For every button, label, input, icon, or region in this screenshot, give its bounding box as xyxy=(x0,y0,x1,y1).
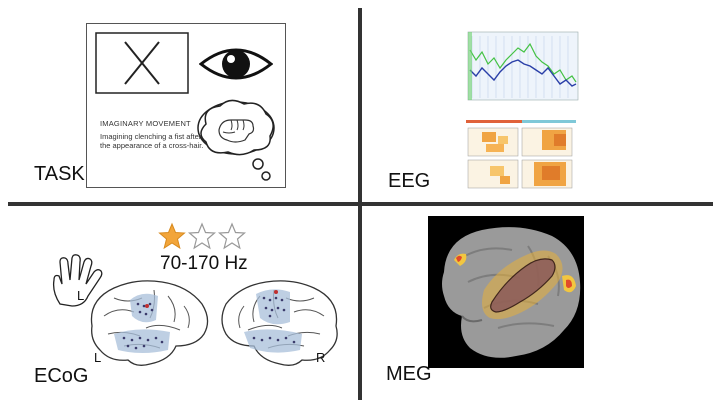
rating-stars xyxy=(158,222,247,250)
meg-brain-surface xyxy=(428,216,584,368)
fist-icon xyxy=(218,119,255,143)
hand-icon xyxy=(52,254,103,307)
star-icon-empty xyxy=(217,222,247,250)
heatmap-cell-2 xyxy=(521,127,573,157)
eeg-signal-plot xyxy=(462,30,580,108)
eye-icon xyxy=(199,48,273,80)
heatmap-cell-1 xyxy=(467,127,519,157)
meg-roi-outline xyxy=(490,258,556,313)
eeg-trace-green xyxy=(469,42,577,83)
hand-label: L xyxy=(77,288,85,303)
star-icon-empty xyxy=(187,222,217,250)
star-icon-filled xyxy=(158,222,186,250)
left-brain-label: L xyxy=(94,350,102,365)
cross-hair-icon xyxy=(95,32,189,94)
right-brain-label: R xyxy=(316,350,326,365)
task-label: TASK xyxy=(34,163,85,185)
eeg-heatmap-panel xyxy=(462,118,580,192)
left-brain-illustration xyxy=(90,280,209,366)
right-brain-illustration xyxy=(221,280,338,366)
heatmap-cell-4 xyxy=(521,159,573,189)
eeg-label: EEG xyxy=(388,170,431,192)
heatmap-cell-3 xyxy=(467,159,519,189)
task-card-title: IMAGINARY MOVEMENT xyxy=(100,119,191,128)
frequency-band: 70-170 Hz xyxy=(160,253,248,274)
eeg-trace-blue xyxy=(469,59,577,87)
task-card: IMAGINARY MOVEMENT Imagining clenching a… xyxy=(86,23,286,188)
meg-label: MEG xyxy=(386,363,432,385)
ecog-label: ECoG xyxy=(34,365,89,387)
task-card-description: Imagining clenching a fist after the app… xyxy=(100,132,204,150)
horizontal-divider xyxy=(8,202,713,206)
